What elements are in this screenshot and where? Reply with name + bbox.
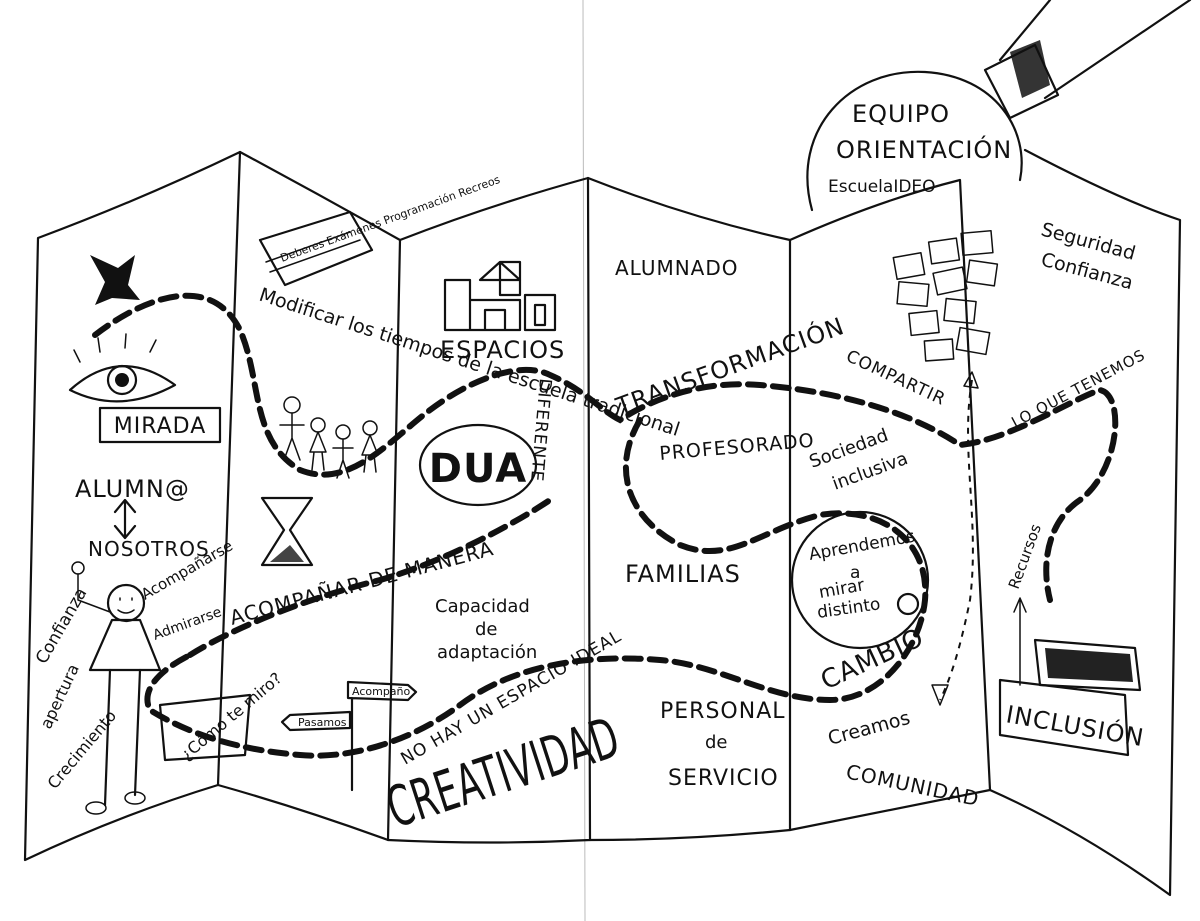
svg-text:Acompaño: Acompaño [352, 685, 411, 698]
apertura-label: apertura [36, 661, 82, 732]
confianza-label: Confianza [32, 584, 91, 667]
capacidad-line3: adaptación [437, 642, 537, 663]
flower-icon [90, 255, 140, 305]
alumnado-label: ALUMNADO [615, 256, 739, 280]
magnifier-line3: EscuelaIDEO [828, 177, 936, 197]
capacidad-line2: de [475, 619, 498, 640]
capacidad-line1: Capacidad [435, 596, 530, 617]
inclusion-box [998, 678, 1130, 757]
magnifier-icon [806, 0, 1192, 212]
personal-line2: de [705, 732, 728, 753]
signpost-pasamos: Pasamos [280, 710, 352, 732]
up-arrow-icon [1013, 597, 1027, 686]
dua-label: DUA [429, 446, 527, 492]
aprendemos-line2: a [850, 563, 860, 583]
nosotros-label: NOSOTROS [88, 537, 210, 561]
journey-path-middle [144, 417, 929, 759]
espacios-label: ESPACIOS [440, 336, 565, 364]
panel-6-outline [988, 148, 1182, 897]
svg-text:Pasamos: Pasamos [298, 716, 347, 729]
eye-icon [68, 333, 177, 403]
paper-sheets-icon [892, 229, 999, 362]
como-te-miro-box [158, 693, 252, 762]
familias-label: FAMILIAS [625, 560, 741, 588]
arrow-heads [931, 371, 979, 706]
recursos-label: Recursos [1005, 521, 1045, 591]
dua-circle [418, 423, 538, 507]
dotted-arrow [939, 379, 974, 701]
magnifier-line1: EQUIPO [852, 100, 950, 128]
panel-3-outline [386, 176, 592, 844]
aprendemos-line1: Aprendemos [807, 527, 916, 565]
double-arrow-icon [113, 498, 137, 540]
panel-2-outline [216, 150, 402, 842]
castle-blocks-icon [443, 260, 557, 332]
mirada-label: MIRADA [114, 414, 207, 439]
hourglass-icon [260, 496, 314, 567]
note-card [258, 210, 374, 287]
transformacion-label: TRANSFORMACIÓN [611, 310, 848, 421]
scribble-block [1033, 638, 1142, 692]
journey-path [92, 292, 1119, 603]
creamos-line2: COMUNIDAD [844, 759, 982, 811]
signpost-acompano: Acompaño [346, 680, 418, 792]
creamos-line1: Creamos [826, 707, 913, 750]
alumn-label: ALUMN@ [75, 475, 190, 503]
note-text: Deberes Exámenes Programación Recreos [279, 173, 502, 265]
personal-line3: SERVICIO [668, 766, 779, 791]
magnifier-line2: ORIENTACIÓN [836, 134, 1012, 164]
children-figures [279, 396, 379, 479]
lo-que-tenemos-label: LO QUE TENEMOS [1008, 346, 1148, 432]
journey-path-lower [187, 497, 553, 658]
admirarse-label: Admirarse [151, 604, 224, 644]
person-figure [71, 561, 162, 815]
personal-line1: PERSONAL [660, 699, 786, 724]
panel-4-outline [586, 176, 792, 842]
mirada-box [98, 406, 222, 444]
aprendemos-circle [790, 510, 930, 650]
profesorado-label: PROFESORADO [659, 430, 816, 465]
fold-line [582, 0, 586, 921]
small-circle [896, 592, 920, 616]
